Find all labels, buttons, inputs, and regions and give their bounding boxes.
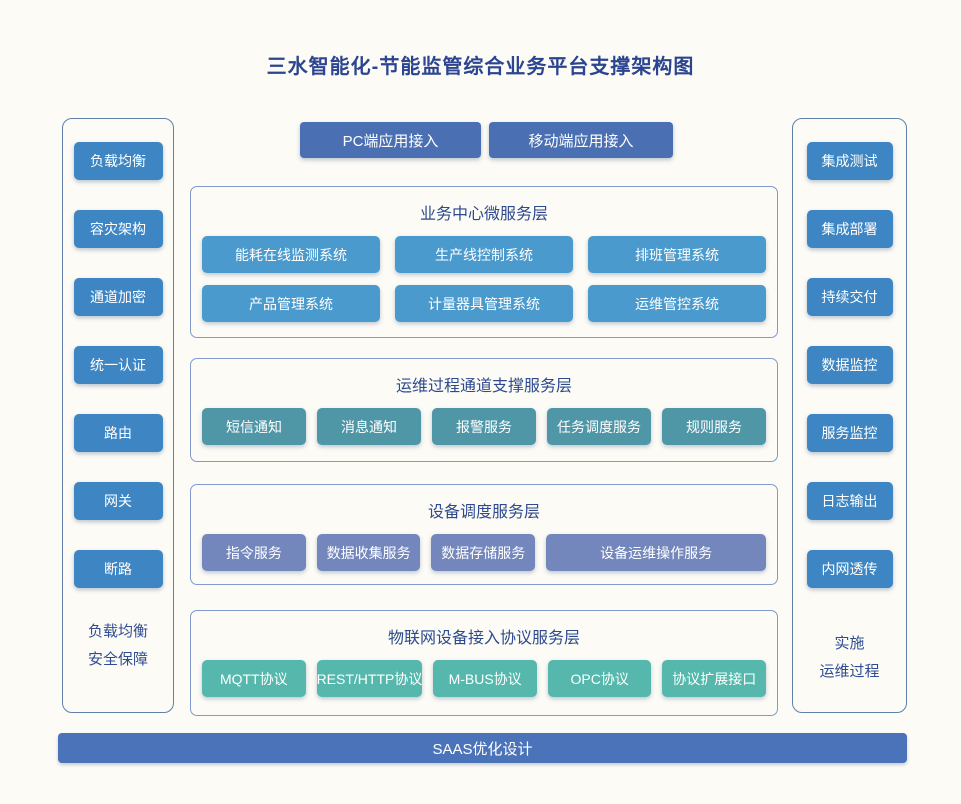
- node-production-line-control: 生产线控制系统: [395, 236, 573, 273]
- right-panel: 集成测试 集成部署 持续交付 数据监控 服务监控 日志输出 内网透传 实施 运维…: [792, 118, 907, 713]
- node-product-management: 产品管理系统: [202, 285, 380, 322]
- node-task-scheduling-service: 任务调度服务: [547, 408, 651, 445]
- right-caption-line-2: 运维过程: [819, 663, 880, 680]
- layer-title: 设备调度服务层: [427, 504, 540, 521]
- left-caption-line-1: 负载均衡: [87, 623, 148, 640]
- node-device-ops-operation-service: 设备运维操作服务: [546, 534, 767, 571]
- node-load-balancing: 负载均衡: [73, 142, 163, 180]
- layer-title: 运维过程通道支撑服务层: [395, 378, 572, 395]
- layer-title: 业务中心微服务层: [419, 206, 548, 223]
- node-continuous-delivery: 持续交付: [806, 278, 893, 316]
- node-channel-encryption: 通道加密: [73, 278, 163, 316]
- node-mobile-access: 移动端应用接入: [489, 122, 673, 158]
- node-mbus-protocol: M-BUS协议: [433, 660, 537, 697]
- node-energy-monitoring-system: 能耗在线监测系统: [202, 236, 380, 273]
- node-integration-test: 集成测试: [806, 142, 893, 180]
- node-intranet-tunnel: 内网透传: [806, 550, 893, 588]
- node-service-monitoring: 服务监控: [806, 414, 893, 452]
- node-disaster-recovery: 容灾架构: [73, 210, 163, 248]
- layer-row: 产品管理系统 计量器具管理系统 运维管控系统: [191, 285, 777, 322]
- left-panel: 负载均衡 容灾架构 通道加密 统一认证 路由 网关 断路 负载均衡 安全保障: [62, 118, 174, 713]
- node-log-output: 日志输出: [806, 482, 893, 520]
- node-unified-auth: 统一认证: [73, 346, 163, 384]
- left-panel-caption: 负载均衡 安全保障: [88, 618, 148, 674]
- node-gateway: 网关: [73, 482, 163, 520]
- node-shift-management: 排班管理系统: [588, 236, 766, 273]
- node-rule-service: 规则服务: [662, 408, 766, 445]
- node-sms-notify: 短信通知: [202, 408, 306, 445]
- layer-title: 物联网设备接入协议服务层: [387, 630, 580, 647]
- node-message-notify: 消息通知: [317, 408, 421, 445]
- right-panel-caption: 实施 运维过程: [819, 630, 879, 686]
- node-ops-control-system: 运维管控系统: [588, 285, 766, 322]
- node-command-service: 指令服务: [202, 534, 306, 571]
- node-mqtt-protocol: MQTT协议: [202, 660, 306, 697]
- layer-row: 短信通知 消息通知 报警服务 任务调度服务 规则服务: [191, 408, 777, 445]
- node-circuit-break: 断路: [73, 550, 163, 588]
- node-alarm-service: 报警服务: [432, 408, 536, 445]
- node-data-monitoring: 数据监控: [806, 346, 893, 384]
- node-integration-deploy: 集成部署: [806, 210, 893, 248]
- layer-row: 能耗在线监测系统 生产线控制系统 排班管理系统: [191, 236, 777, 273]
- node-protocol-extension: 协议扩展接口: [662, 660, 767, 697]
- node-routing: 路由: [73, 414, 163, 452]
- layer-device-scheduling: 设备调度服务层 指令服务 数据收集服务 数据存储服务 设备运维操作服务: [190, 484, 778, 585]
- node-data-collection-service: 数据收集服务: [316, 534, 421, 571]
- left-caption-line-2: 安全保障: [87, 651, 148, 668]
- layer-row: MQTT协议 REST/HTTP协议 M-BUS协议 OPC协议 协议扩展接口: [191, 660, 777, 697]
- layer-ops-channel-support: 运维过程通道支撑服务层 短信通知 消息通知 报警服务 任务调度服务 规则服务: [190, 358, 778, 462]
- node-data-storage-service: 数据存储服务: [431, 534, 536, 571]
- right-caption-line-1: 实施: [834, 635, 865, 652]
- node-opc-protocol: OPC协议: [547, 660, 652, 697]
- node-metering-device-management: 计量器具管理系统: [395, 285, 573, 322]
- layer-row: 指令服务 数据收集服务 数据存储服务 设备运维操作服务: [191, 534, 777, 571]
- diagram-title: 三水智能化-节能监管综合业务平台支撑架构图: [266, 56, 695, 78]
- layer-iot-protocol: 物联网设备接入协议服务层 MQTT协议 REST/HTTP协议 M-BUS协议 …: [190, 610, 778, 716]
- access-buttons: PC端应用接入 移动端应用接入: [300, 122, 673, 158]
- layer-business-microservices: 业务中心微服务层 能耗在线监测系统 生产线控制系统 排班管理系统 产品管理系统 …: [190, 186, 778, 338]
- node-pc-access: PC端应用接入: [300, 122, 481, 158]
- saas-optimization-bar: SAAS优化设计: [58, 733, 907, 763]
- node-rest-http-protocol: REST/HTTP协议: [316, 660, 423, 697]
